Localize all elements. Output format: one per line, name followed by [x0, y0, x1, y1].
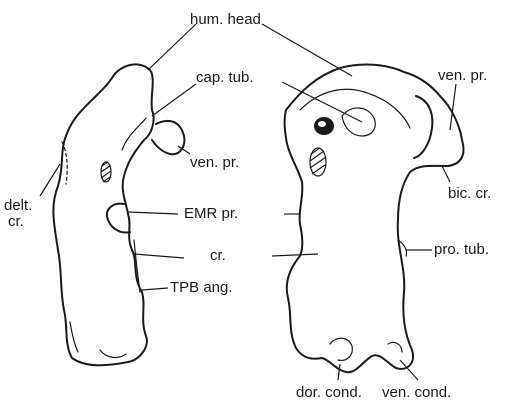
leader-bic-cr	[442, 166, 450, 182]
leader-cap-tub-right	[282, 82, 362, 122]
label-dor-cond: dor. cond.	[296, 384, 362, 401]
leader-cr-right	[272, 254, 318, 256]
right-fossa-hatch	[310, 148, 326, 176]
leader-ven-cond	[400, 360, 418, 380]
leader-dor-cond	[338, 364, 340, 380]
label-cr: cr.	[210, 247, 226, 264]
leader-hum-head-right	[262, 24, 352, 76]
label-ven-pr-right: ven. pr.	[438, 67, 487, 84]
left-foramen-hatch	[101, 162, 111, 182]
label-pro-tub: pro. tub.	[434, 241, 489, 258]
pneumatic-foramen	[314, 117, 334, 135]
label-ven-pr-left: ven. pr.	[190, 154, 239, 171]
leader-ven-pr-right	[450, 84, 456, 130]
leader-emr-left	[128, 212, 178, 214]
left-humerus-outline	[53, 64, 184, 365]
leader-tpb-ang	[142, 288, 168, 290]
label-bic-cr: bic. cr.	[448, 185, 491, 202]
shaft-ridge-upper	[122, 118, 146, 150]
label-delt: delt.	[4, 197, 32, 214]
label-ven-cond: ven. cond.	[382, 384, 451, 401]
left-condyle-line	[100, 350, 126, 357]
label-cap-tub: cap. tub.	[196, 69, 254, 86]
label-emr-pr: EMR pr.	[184, 205, 238, 222]
right-humerus-outline	[285, 65, 464, 373]
leader-cap-tub-left	[152, 84, 196, 116]
right-ventral-process	[414, 96, 432, 158]
dorsal-condyle-outline	[330, 338, 352, 360]
leader-hum-head-left	[148, 24, 196, 70]
leader-cr-left	[134, 254, 184, 258]
left-distal-edge	[70, 322, 78, 352]
label-tpb-ang: TPB ang.	[170, 279, 233, 296]
label-delt-cr: cr.	[8, 213, 24, 230]
ventral-condyle-outline	[388, 342, 402, 352]
capital-tuberosity	[342, 108, 375, 136]
left-ventral-process	[152, 121, 184, 154]
label-hum-head: hum. head	[190, 11, 261, 28]
